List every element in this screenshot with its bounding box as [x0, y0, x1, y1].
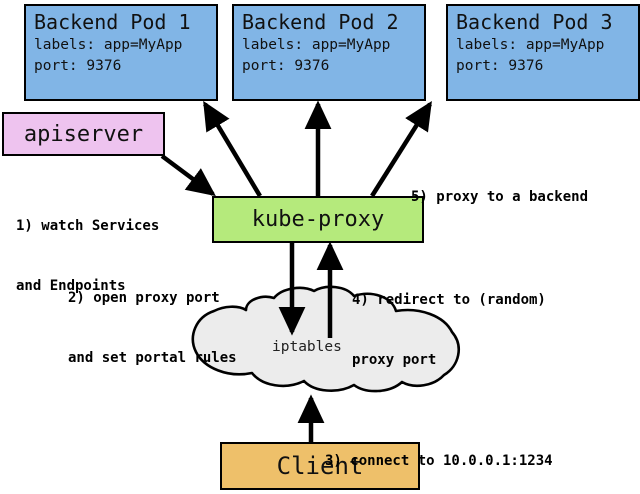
iptables-cloud-shape: [191, 285, 460, 393]
iptables-label: iptables: [272, 339, 342, 355]
step-4-line-1: 4) redirect to (random): [352, 292, 546, 308]
kube-proxy-node[interactable]: kube-proxy: [212, 196, 424, 243]
backend-pod-1-title: Backend Pod 1: [34, 10, 191, 34]
step-5-line-1: 5) proxy to a backend: [411, 189, 589, 205]
backend-pod-1-port: port: 9376: [34, 58, 122, 74]
step-5-annotation: 5) proxy to a backend: [411, 147, 588, 247]
client-node[interactable]: Client: [220, 442, 420, 490]
backend-pod-3[interactable]: Backend Pod 3 labels: app=MyApp port: 93…: [446, 4, 640, 101]
arrow-kubeproxy-to-pod1: [203, 100, 262, 198]
backend-pod-2-port: port: 9376: [242, 58, 330, 74]
backend-pod-2-labels: labels: app=MyApp: [242, 37, 391, 53]
apiserver-node[interactable]: apiserver: [2, 112, 165, 156]
step-3-annotation: 3) connect to 10.0.0.1:1234: [325, 411, 553, 494]
arrow-kubeproxy-to-pod3: [370, 100, 432, 198]
backend-pod-3-title: Backend Pod 3: [456, 10, 613, 34]
step-2-line-2: and set portal rules: [68, 350, 237, 366]
backend-pod-2[interactable]: Backend Pod 2 labels: app=MyApp port: 93…: [232, 4, 426, 101]
backend-pod-3-labels: labels: app=MyApp: [456, 37, 605, 53]
step-1-annotation: 1) watch Services and Endpoints: [16, 176, 159, 336]
step-2-line-1: 2) open proxy port: [68, 290, 220, 306]
step-3-line-1: 3) connect to 10.0.0.1:1234: [325, 453, 553, 469]
backend-pod-1-labels: labels: app=MyApp: [34, 37, 183, 53]
step-2-annotation: 2) open proxy port and set portal rules: [68, 248, 237, 408]
step-4-annotation: 4) redirect to (random) proxy port: [352, 250, 546, 410]
step-1-line-1: 1) watch Services: [16, 218, 160, 234]
backend-pod-2-title: Backend Pod 2: [242, 10, 399, 34]
step-1-line-2: and Endpoints: [16, 278, 126, 294]
arrow-apiserver-to-kubeproxy: [160, 154, 216, 197]
backend-pod-3-port: port: 9376: [456, 58, 544, 74]
backend-pod-1[interactable]: Backend Pod 1 labels: app=MyApp port: 93…: [24, 4, 218, 101]
step-4-line-2: proxy port: [352, 352, 437, 368]
